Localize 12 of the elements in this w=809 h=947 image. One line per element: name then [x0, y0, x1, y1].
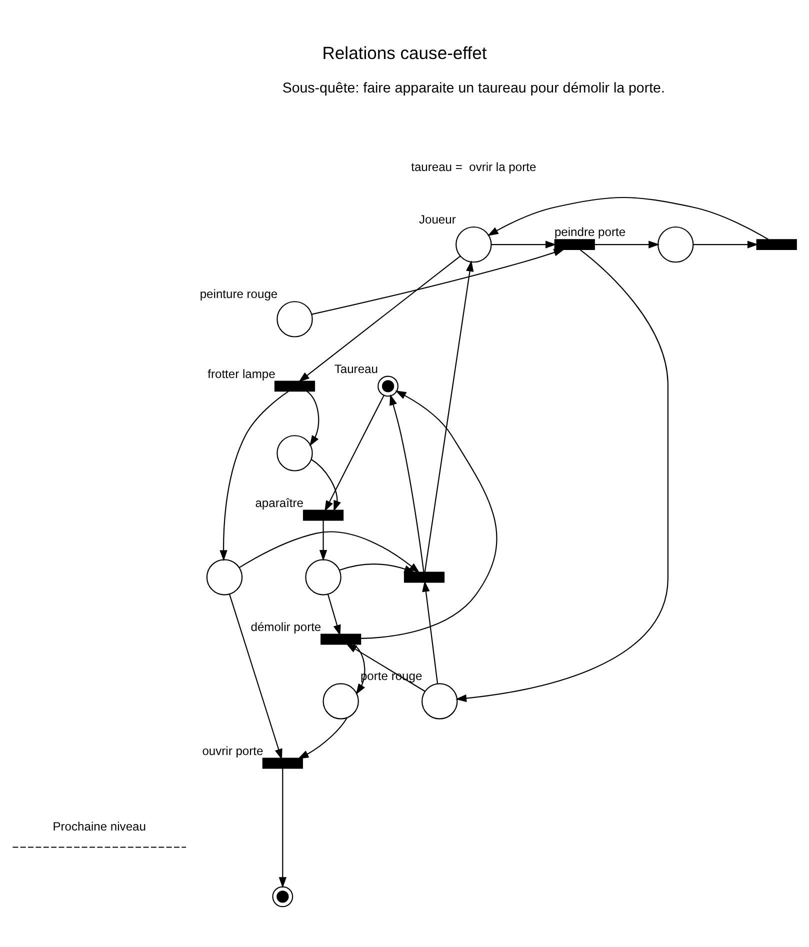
node-label: peinture rouge: [200, 287, 278, 302]
node-label: aparaître: [255, 496, 304, 510]
node-label: Taureau: [334, 362, 378, 376]
label: Sous-quête: faire apparaite un taureau pour démolir la porte.: [282, 80, 665, 96]
node-label: peindre porte: [554, 225, 626, 240]
label: taureau = ovrir la porte: [411, 160, 536, 174]
label: Prochaine niveau: [52, 820, 146, 834]
diagram-title: Relations cause-effet: [322, 42, 487, 63]
node-label: frotter lampe: [208, 366, 276, 381]
node-label: Joueur: [418, 212, 456, 226]
node-label: démolir porte: [250, 620, 322, 634]
node-label: ouvrir porte: [202, 744, 264, 758]
